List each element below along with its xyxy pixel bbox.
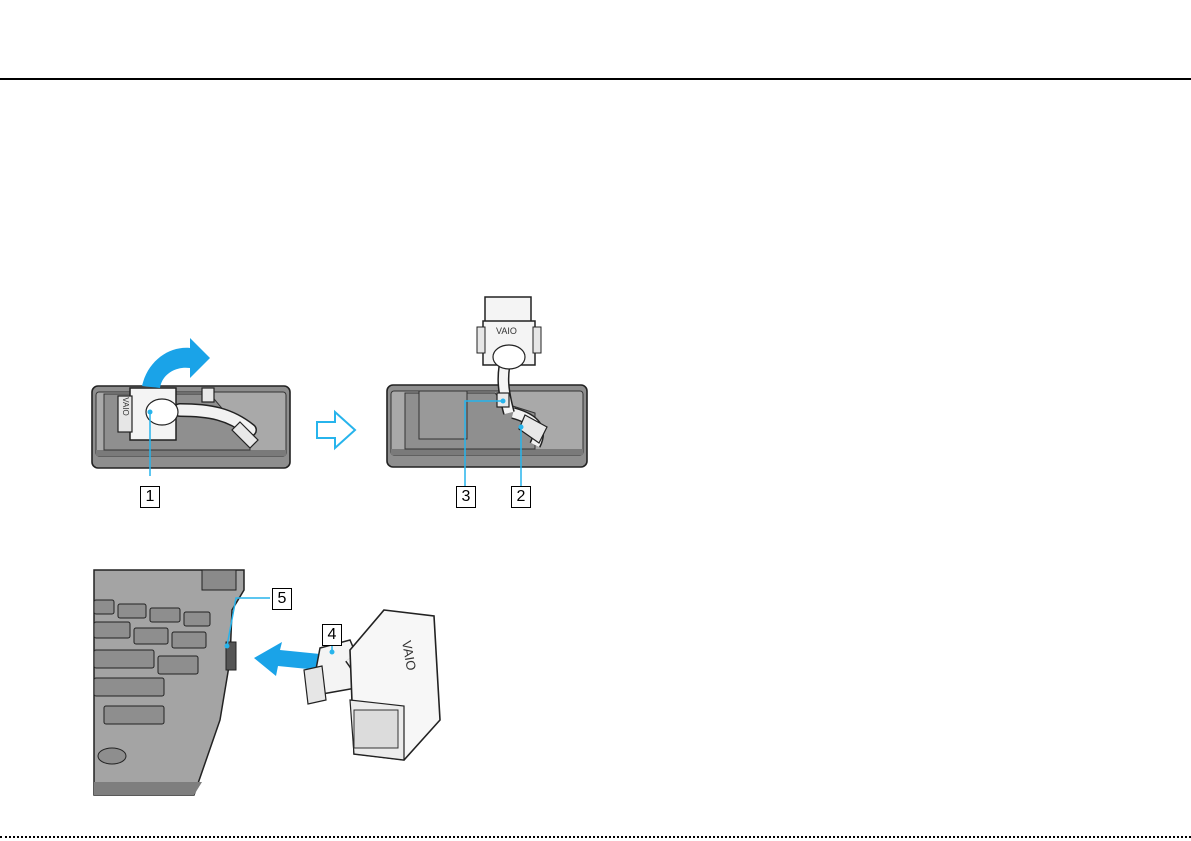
footer-rule	[0, 836, 1191, 838]
connector-logo: VAIO	[496, 326, 517, 336]
callout-2: 2	[511, 486, 531, 508]
callout-4: 4	[322, 624, 342, 646]
callout-3: 3	[456, 486, 476, 508]
header-rule	[0, 78, 1191, 80]
rotate-arrow-icon	[142, 338, 210, 388]
callout-1: 1	[140, 486, 160, 508]
figure-cable-extended	[385, 295, 600, 505]
next-step-arrow-icon	[315, 410, 357, 450]
dock-cable-logo: VAIO	[121, 397, 130, 416]
callout-5: 5	[272, 588, 292, 610]
